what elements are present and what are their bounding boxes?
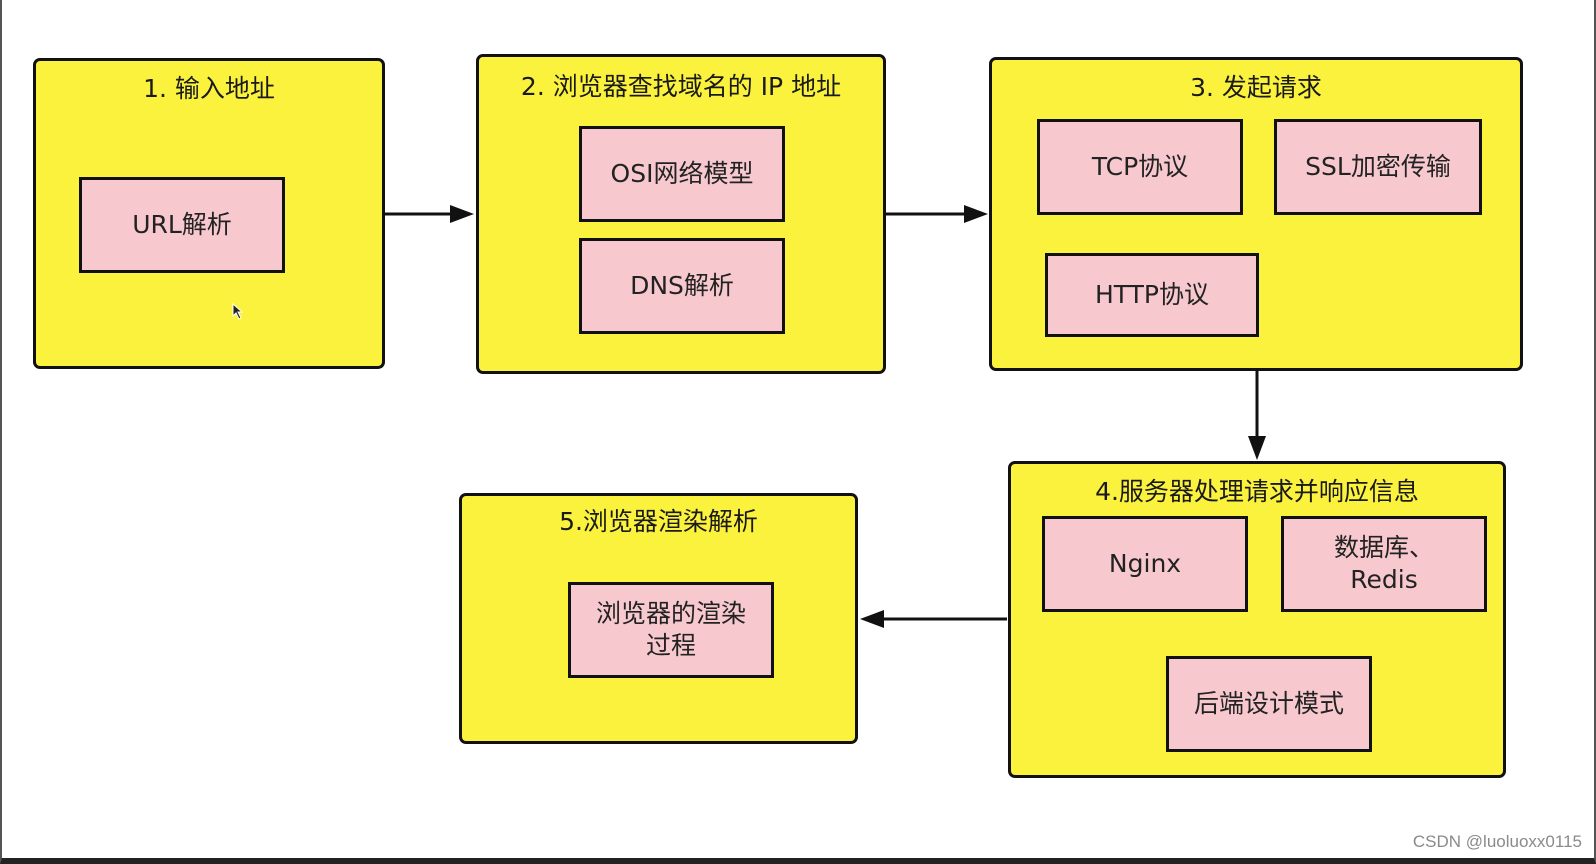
arrow-1-to-2-head [450, 205, 474, 223]
mouse-cursor-icon [232, 303, 244, 320]
stage-3-send-request: 3. 发起请求 TCP协议 SSL加密传输 HTTP协议 [989, 57, 1523, 371]
ssl-encryption-box: SSL加密传输 [1274, 119, 1482, 215]
render-process-box: 浏览器的渲染 过程 [568, 582, 774, 678]
backend-patterns-box: 后端设计模式 [1166, 656, 1372, 752]
stage-5-browser-render: 5.浏览器渲染解析 浏览器的渲染 过程 [459, 493, 858, 744]
url-parse-box: URL解析 [79, 177, 285, 273]
nginx-box: Nginx [1042, 516, 1248, 612]
arrow-3-to-4-head [1248, 436, 1266, 460]
dns-parse-box: DNS解析 [579, 238, 785, 334]
stage-2-title: 2. 浏览器查找域名的 IP 地址 [520, 72, 842, 101]
stage-5-title: 5.浏览器渲染解析 [559, 507, 758, 536]
tcp-protocol-box: TCP协议 [1037, 119, 1243, 215]
stage-2-dns-lookup: 2. 浏览器查找域名的 IP 地址 OSI网络模型 DNS解析 [476, 54, 886, 374]
stage-1-title: 1. 输入地址 [143, 74, 275, 103]
http-protocol-box: HTTP协议 [1045, 253, 1259, 337]
stage-1-enter-address: 1. 输入地址 URL解析 [33, 58, 385, 369]
arrow-2-to-3-head [964, 205, 988, 223]
arrow-4-to-5-head [860, 610, 884, 628]
watermark: CSDN @luoluoxx0115 [1412, 832, 1582, 851]
database-redis-box: 数据库、 Redis [1281, 516, 1487, 612]
stage-3-title: 3. 发起请求 [1190, 73, 1322, 102]
osi-model-box: OSI网络模型 [579, 126, 785, 222]
stage-4-title: 4.服务器处理请求并响应信息 [1095, 477, 1419, 506]
stage-4-server-process: 4.服务器处理请求并响应信息 Nginx 数据库、 Redis 后端设计模式 [1008, 461, 1506, 778]
